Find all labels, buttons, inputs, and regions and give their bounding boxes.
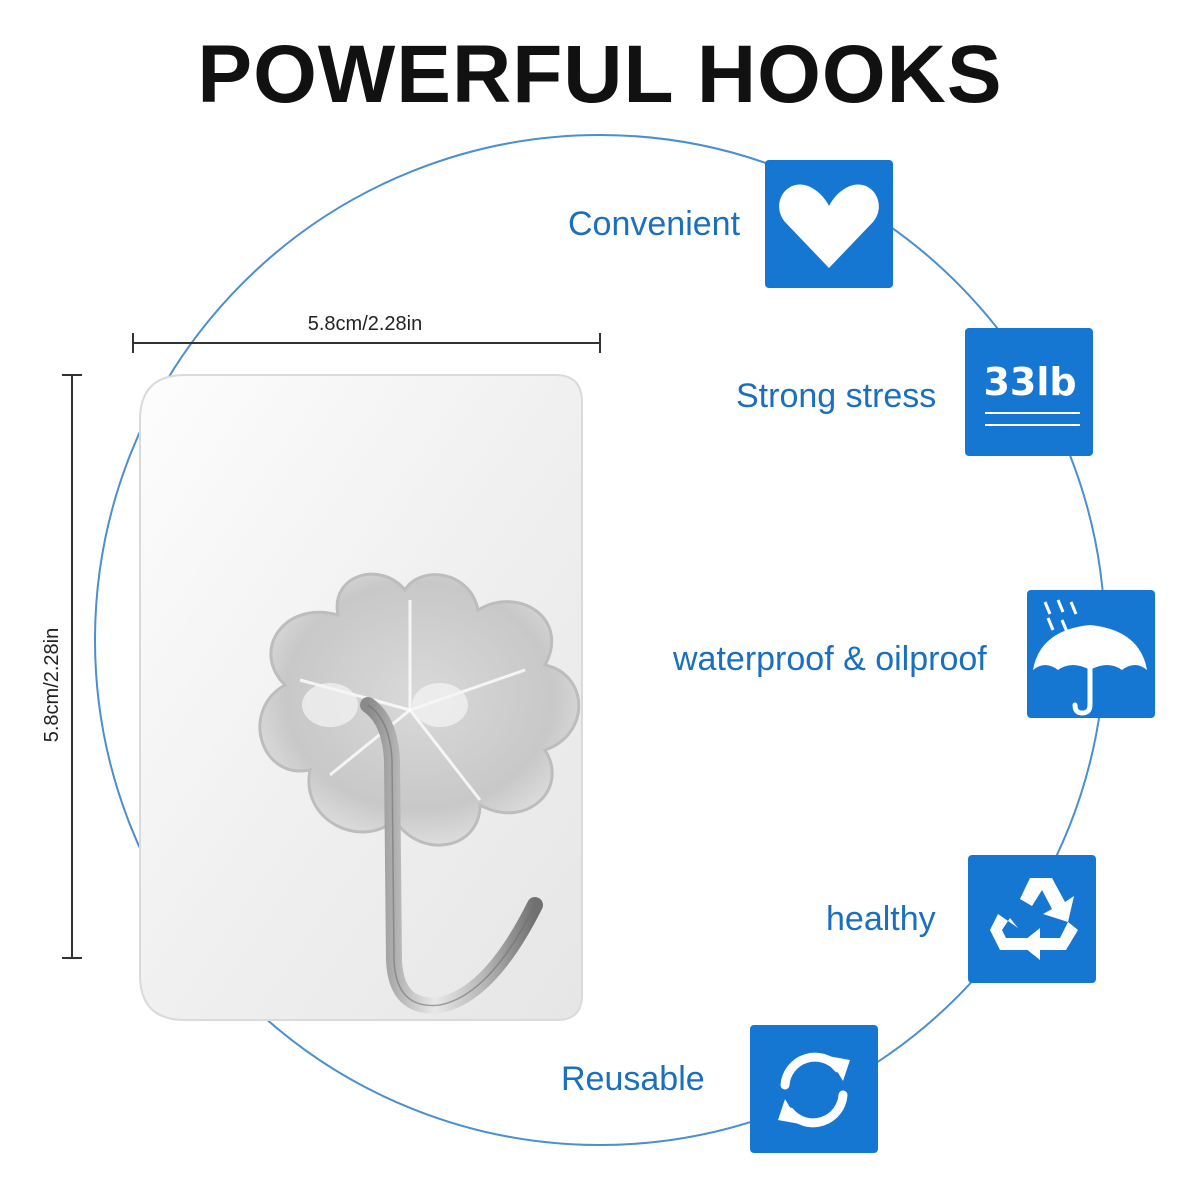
feature-label-reusable: Reusable — [561, 1060, 705, 1098]
umbrella-rain-icon — [1033, 599, 1147, 716]
weight-badge-label: 33lb — [983, 360, 1076, 404]
height-dimension: 5.8cm/2.28in — [41, 374, 82, 959]
page-title: POWERFUL HOOKS — [197, 29, 1003, 120]
refresh-icon — [778, 1052, 850, 1128]
hook-base — [258, 572, 581, 847]
feature-label-convenient: Convenient — [568, 205, 741, 243]
width-dimension: 5.8cm/2.28in — [132, 305, 601, 353]
waterproof-icon-box — [1027, 590, 1155, 718]
heart-icon — [779, 184, 879, 268]
convenient-icon-box — [765, 160, 893, 288]
reusable-icon-box — [750, 1025, 878, 1153]
strong-stress-icon-box: 33lb — [965, 328, 1093, 456]
height-label: 5.8cm/2.28in — [41, 628, 63, 743]
width-label: 5.8cm/2.28in — [308, 313, 423, 335]
recycle-icon — [990, 878, 1078, 960]
feature-label-strong-stress: Strong stress — [736, 377, 937, 415]
feature-label-waterproof: waterproof & oilproof — [673, 640, 987, 678]
feature-label-healthy: healthy — [826, 900, 936, 938]
healthy-icon-box — [968, 855, 1096, 983]
